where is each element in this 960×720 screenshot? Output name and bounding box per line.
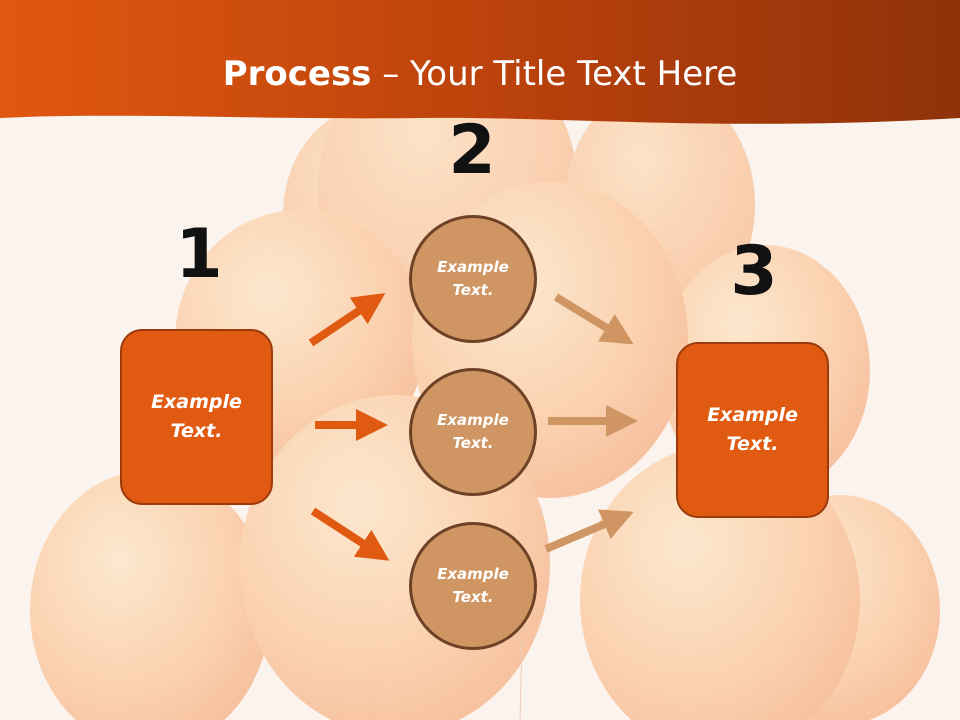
- header-band: [0, 0, 960, 124]
- circle-text-line1: Example: [437, 565, 509, 583]
- title-bold: Process: [222, 54, 372, 94]
- circle-text-line1: Example: [437, 258, 509, 276]
- box-text-line2: Text.: [170, 420, 223, 442]
- circle-text-line1: Example: [437, 411, 509, 429]
- arrow-left-down: [310, 507, 390, 561]
- step-2-circle-top: Example Text.: [409, 215, 537, 343]
- step-number-3: 3: [730, 232, 778, 311]
- step-1-box: Example Text.: [120, 329, 273, 505]
- circle-text-line2: Text.: [452, 434, 494, 452]
- title-rest: – Your Title Text Here: [371, 54, 738, 94]
- step-3-box: Example Text.: [676, 342, 829, 518]
- circle-text-line2: Text.: [452, 588, 494, 606]
- step-2-circle-bottom: Example Text.: [409, 522, 537, 650]
- box-text-line2: Text.: [726, 433, 779, 455]
- arrow-right-up: [544, 509, 634, 553]
- slide-title: Process – Your Title Text Here: [0, 52, 960, 96]
- arrow-right-down: [553, 293, 634, 345]
- circle-text-line2: Text.: [452, 281, 494, 299]
- step-number-1: 1: [175, 215, 223, 294]
- arrow-left-up: [308, 293, 386, 347]
- box-text-line1: Example: [707, 404, 798, 426]
- box-text-line1: Example: [151, 391, 242, 413]
- step-2-circle-middle: Example Text.: [409, 368, 537, 496]
- step-number-2: 2: [448, 111, 496, 190]
